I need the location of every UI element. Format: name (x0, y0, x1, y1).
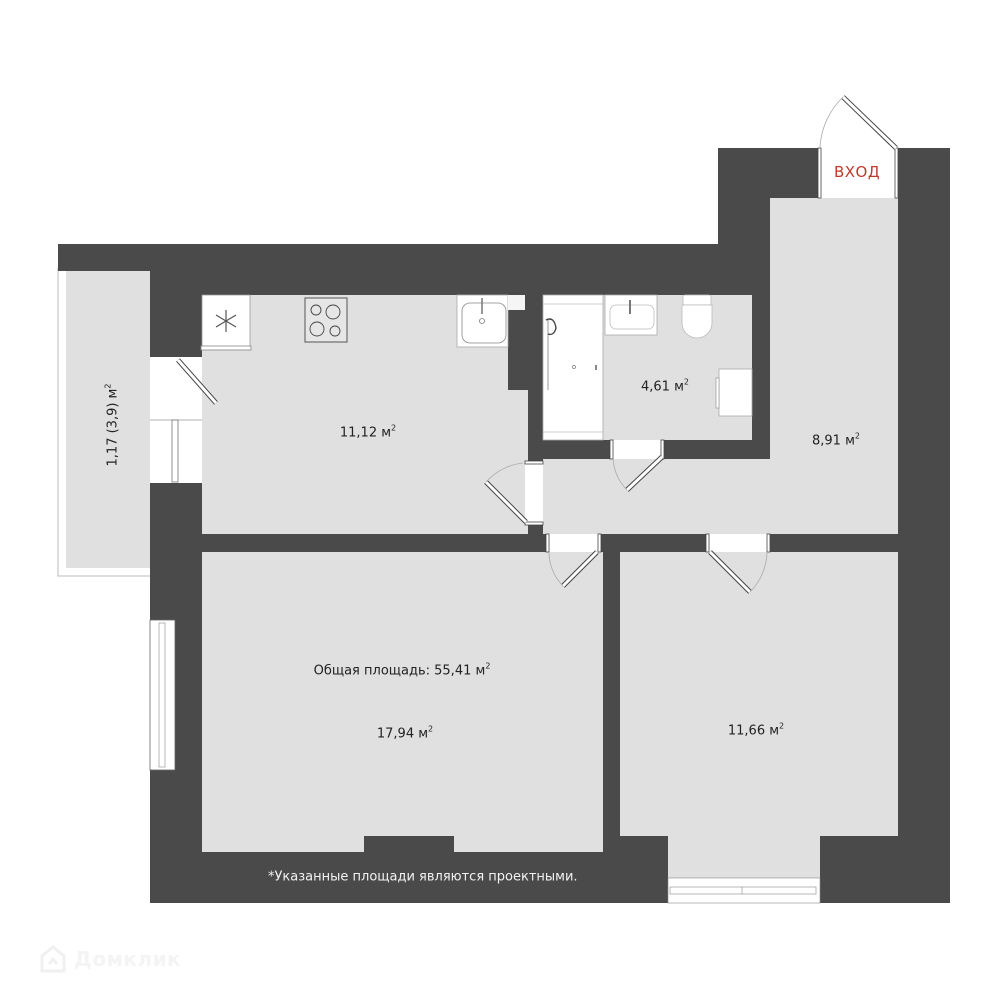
entrance-label: ВХОД (833, 163, 881, 181)
bathroom-door[interactable] (609, 439, 665, 492)
bedroom-door[interactable] (705, 533, 771, 594)
bathtub-icon (542, 294, 604, 441)
brand-name: Домклик (74, 947, 182, 971)
refrigerator-icon (200, 294, 252, 351)
kitchen-door[interactable] (484, 460, 544, 526)
living-room-floor (202, 552, 603, 836)
balcony (57, 267, 153, 577)
disclaimer-note: *Указанные площади являются проектными. (268, 869, 578, 885)
bedroom-window (667, 877, 821, 904)
floors (202, 198, 898, 878)
bathroom-area-label: 4,61 м2 (641, 377, 689, 395)
stove-icon (304, 297, 348, 343)
total-area-label: Общая площадь: 55,41 м2 (313, 661, 491, 679)
bathroom-sink-icon (604, 294, 658, 336)
balcony-area-label: 1,17 (3,9) м2 (103, 383, 121, 467)
kitchen-sink-icon (456, 294, 525, 348)
living-room-area-label: 17,94 м2 (376, 724, 434, 742)
domclick-watermark: Домклик (38, 944, 181, 974)
entrance-door[interactable] (817, 95, 899, 199)
bedroom-area-label: 11,66 м2 (727, 721, 785, 739)
bedroom-floor (620, 552, 898, 836)
living-room-door[interactable] (545, 533, 602, 588)
hallway-area-label: 8,91 м2 (812, 431, 860, 449)
balcony-door[interactable] (150, 357, 218, 483)
living-room-window (149, 619, 176, 771)
house-logo-icon (40, 945, 66, 973)
toilet-icon (681, 294, 713, 339)
hallway-floor (770, 198, 898, 534)
washing-machine-icon (715, 368, 753, 417)
kitchen-area-label: 11,12 м2 (339, 423, 397, 441)
balcony-area-value: 1,17 (3,9) м (105, 388, 121, 467)
